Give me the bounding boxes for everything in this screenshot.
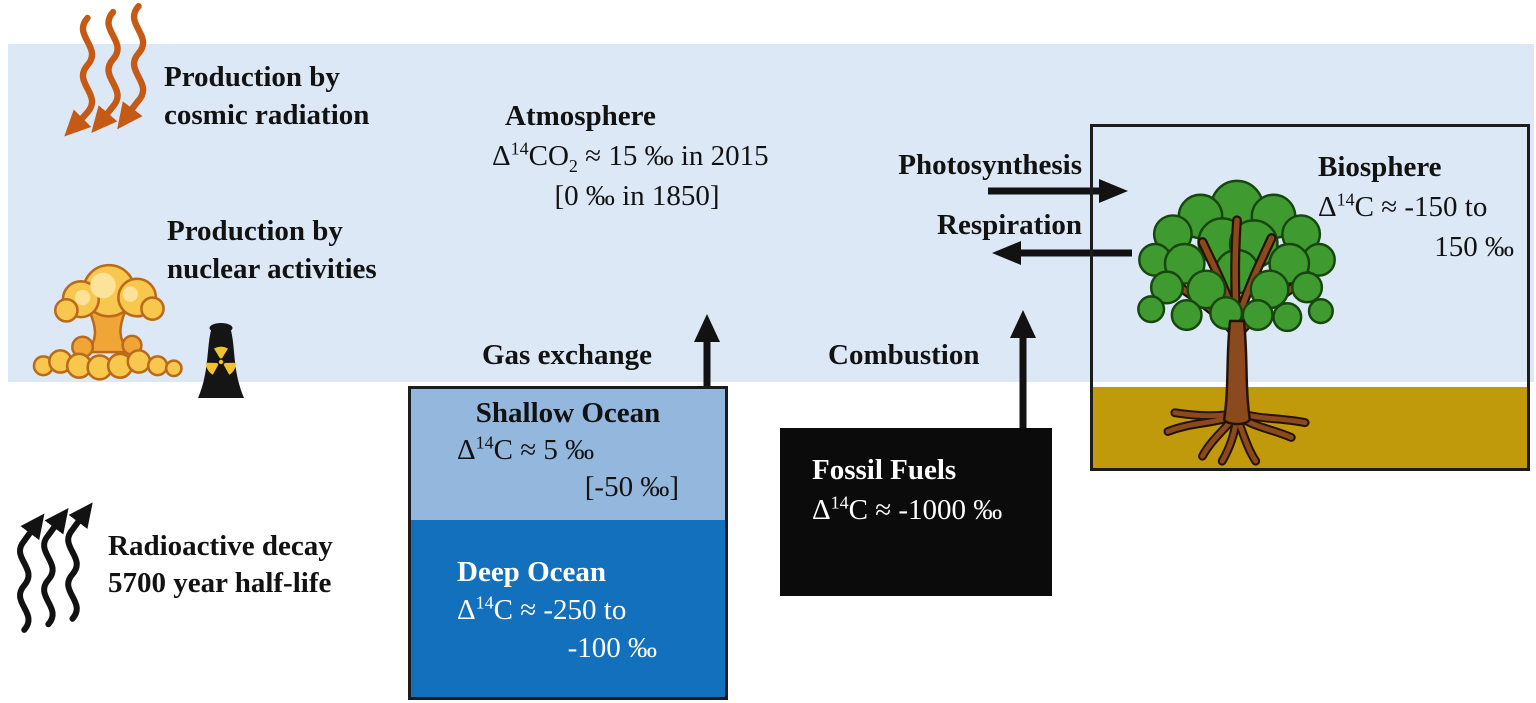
shallow-ocean-title: Shallow Ocean <box>475 397 661 429</box>
formula-value: ≈ 5 ‰ <box>512 434 595 466</box>
biosphere-formula: Δ14C ≈ -150 to <box>1318 187 1514 227</box>
deep-ocean-text: Deep Ocean Δ14C ≈ -250 to -100 ‰ <box>457 553 657 667</box>
fossil-fuels-title: Fossil Fuels <box>812 454 957 486</box>
atmosphere-text: Atmosphere Δ14CO2 ≈ 15 ‰ in 2015 [0 ‰ in… <box>492 96 782 216</box>
isotope-superscript: 14 <box>475 432 494 453</box>
cosmic-production-line2: cosmic radiation <box>164 99 370 131</box>
biosphere-text: Biosphere Δ14C ≈ -150 to 150 ‰ <box>1318 147 1514 267</box>
delta-symbol: Δ <box>457 594 476 626</box>
biosphere-box: Biosphere Δ14C ≈ -150 to 150 ‰ <box>1090 124 1530 471</box>
radioactive-decay-line2: 5700 year half-life <box>108 567 332 599</box>
formula-value: ≈ 15 ‰ in 2015 <box>577 140 769 172</box>
delta-symbol: Δ <box>492 140 511 172</box>
species-subscript: 2 <box>568 155 578 176</box>
formula-value: ≈ -150 to <box>1373 191 1488 223</box>
fossil-fuels-text: Fossil Fuels Δ14C ≈ -1000 ‰ <box>812 450 1042 530</box>
delta-symbol: Δ <box>812 494 831 526</box>
photosynthesis-arrow <box>988 179 1128 203</box>
shallow-ocean-layer <box>411 389 725 520</box>
biosphere-title: Biosphere <box>1318 151 1442 183</box>
atmosphere-title: Atmosphere <box>505 100 656 132</box>
deep-ocean-title: Deep Ocean <box>457 556 606 588</box>
deep-ocean-value-cont: -100 ‰ <box>567 632 657 664</box>
biosphere-value-cont: 150 ‰ <box>1434 231 1514 263</box>
respiration-label: Respiration <box>937 209 1082 241</box>
species: C <box>1354 191 1374 223</box>
nuclear-production-line2: nuclear activities <box>167 253 377 285</box>
nuclear-production-label: Production by nuclear activities <box>167 212 377 288</box>
respiration-arrow <box>992 241 1132 265</box>
delta-symbol: Δ <box>457 434 476 466</box>
species: C <box>848 494 868 526</box>
isotope-superscript: 14 <box>1336 189 1355 210</box>
deep-ocean-formula: Δ14C ≈ -250 to <box>457 591 657 629</box>
ocean-box: Shallow Ocean Δ14C ≈ 5 ‰ [-50 ‰] Deep Oc… <box>408 386 728 700</box>
cosmic-production-label: Production by cosmic radiation <box>164 58 369 134</box>
isotope-superscript: 14 <box>830 492 849 513</box>
cosmic-production-line1: Production by <box>164 61 340 93</box>
atmosphere-formula: Δ14CO2 ≈ 15 ‰ in 2015 <box>492 136 782 176</box>
radioactive-decay-line1: Radioactive decay <box>108 530 333 562</box>
delta-symbol: Δ <box>1318 191 1337 223</box>
fossil-fuels-formula: Δ14C ≈ -1000 ‰ <box>812 490 1042 530</box>
combustion-label: Combustion <box>828 339 980 371</box>
formula-value: ≈ -1000 ‰ <box>867 494 1003 526</box>
radioactive-decay-label: Radioactive decay 5700 year half-life <box>108 528 333 602</box>
atmosphere-historic-value: [0 ‰ in 1850] <box>554 180 720 212</box>
shallow-ocean-formula: Δ14C ≈ 5 ‰ <box>457 432 679 469</box>
nuclear-explosion-icon <box>32 263 183 381</box>
isotope-superscript: 14 <box>475 592 494 613</box>
shallow-ocean-text: Shallow Ocean Δ14C ≈ 5 ‰ [-50 ‰] <box>457 395 679 506</box>
isotope-superscript: 14 <box>510 138 529 159</box>
species: C <box>493 594 513 626</box>
soil <box>1093 387 1527 468</box>
combustion-arrow <box>1010 310 1036 430</box>
photosynthesis-label: Photosynthesis <box>898 149 1082 181</box>
radiation-symbol-icon <box>205 346 237 375</box>
radioactive-decay-icon <box>17 502 93 633</box>
nuclear-production-line1: Production by <box>167 215 343 247</box>
nuclear-plant-icon <box>198 323 244 398</box>
formula-value: ≈ -250 to <box>512 594 627 626</box>
shallow-ocean-historic-value: [-50 ‰] <box>584 471 679 503</box>
fossil-fuels-box: Fossil Fuels Δ14C ≈ -1000 ‰ <box>780 428 1052 596</box>
species: CO <box>528 140 569 172</box>
gas-exchange-label: Gas exchange <box>482 339 652 371</box>
species: C <box>493 434 513 466</box>
cosmic-rays-icon <box>64 2 147 137</box>
tree-icon <box>1137 179 1336 466</box>
